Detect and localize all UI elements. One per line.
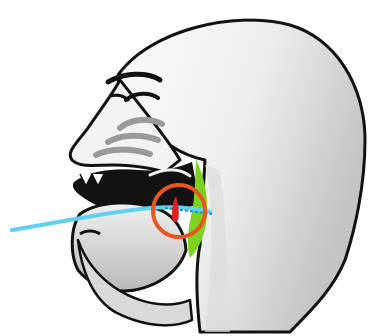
head-cross-section-illustration xyxy=(0,0,371,336)
illustration-stage xyxy=(0,0,371,336)
